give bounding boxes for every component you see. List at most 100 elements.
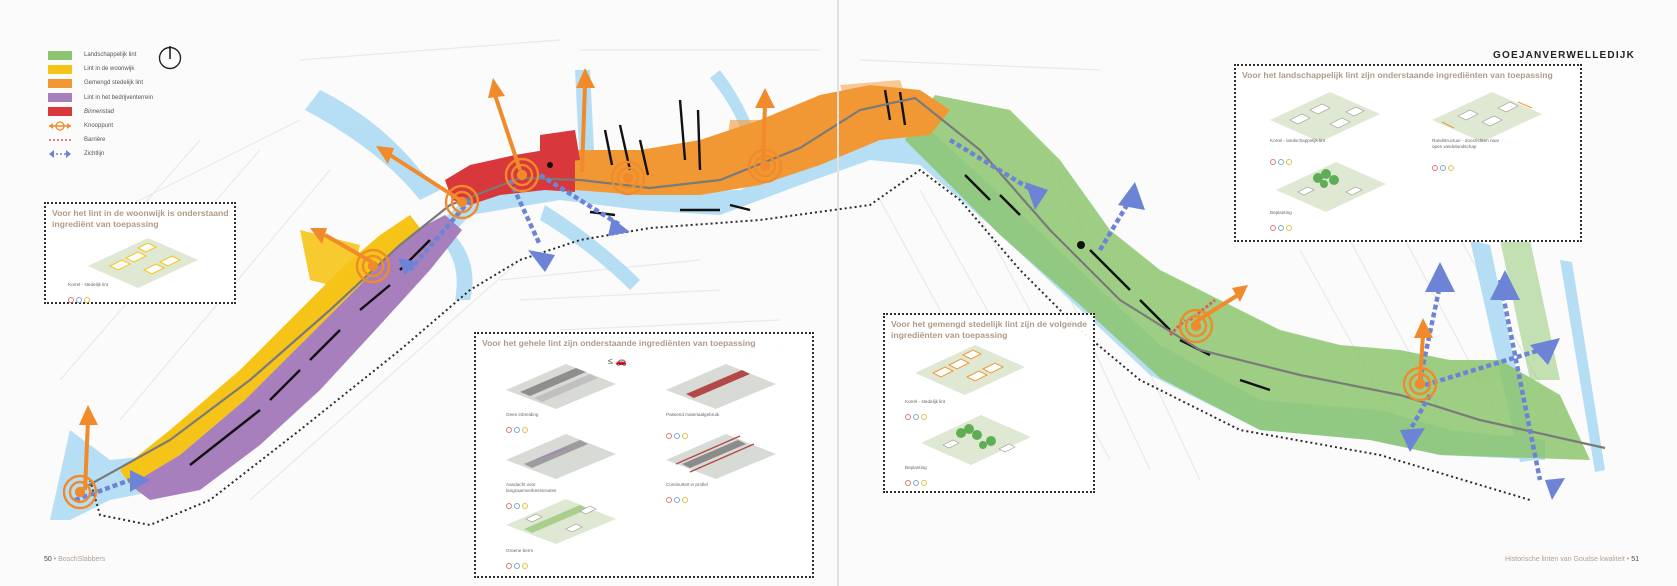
tile-caption: Korrel - stedelijk lint: [68, 282, 109, 287]
tile-passend-materiaal: [666, 364, 776, 409]
barrier-icon: [49, 139, 71, 142]
tile-geen-inbreiding: [506, 364, 616, 409]
legend-label: Gemengd stedelijk lint: [84, 80, 144, 87]
ingredient-icon: [514, 427, 520, 433]
tile-beplanting-gemengd: [921, 415, 1031, 465]
ingredient-icons: [1270, 152, 1294, 165]
legend-item-binnenstad: Binnenstad: [48, 105, 153, 119]
box-gemengd-stedelijk: Voor het gemengd stedelijk lint zijn de …: [883, 313, 1095, 493]
tile-caption: Geen inbreiding: [506, 412, 539, 417]
tile-caption: Korrel - stedelijk lint: [905, 399, 946, 404]
legend-swatch: [48, 78, 72, 88]
box-title: Voor het gemengd stedelijk lint zijn de …: [891, 319, 1088, 340]
zone-binnenstad: [445, 130, 580, 205]
legend-item-bedrijventerrein: Lint in het bedrijventerrein: [48, 91, 153, 105]
car-speed-symbol: ≤ 🚗: [608, 356, 627, 366]
ingredient-icon: [506, 503, 512, 509]
tile-caption: Korrel - landschappelijk lint: [1270, 138, 1325, 143]
legend-label: Barrière: [84, 137, 106, 144]
ingredient-icon: [514, 563, 520, 569]
footer-title: Historische linten van Goudse kwaliteit: [1505, 556, 1625, 563]
ingredient-icon: [1278, 225, 1284, 231]
legend-swatch: [48, 93, 72, 103]
ingredient-icon: [506, 427, 512, 433]
ingredient-icon: [921, 480, 927, 486]
ingredient-icon: [1286, 159, 1292, 165]
sightlines: [74, 138, 1543, 503]
ingredient-icons: [68, 290, 92, 303]
page-number-right: 51: [1631, 556, 1639, 563]
ingredient-icons: [905, 407, 929, 420]
footer-left: 50 • BoschSlabbers: [44, 556, 106, 563]
legend-label: Landschappelijk lint: [84, 52, 137, 59]
ingredient-icons: [506, 496, 530, 509]
ingredient-icons: [506, 420, 530, 433]
ingredient-icon: [1278, 159, 1284, 165]
ingredient-icon: [666, 433, 672, 439]
tile-caption: Aandacht voor langzaamverkeersroutes: [506, 482, 557, 493]
ingredient-icons: [1270, 218, 1294, 231]
tile-randstructuur: [1432, 92, 1542, 142]
ingredient-icon: [1286, 225, 1292, 231]
ingredient-icon: [1440, 165, 1446, 171]
tile-korrel-woonwijk: [88, 238, 198, 288]
ingredient-icon: [68, 297, 74, 303]
ingredient-icon: [522, 563, 528, 569]
ingredient-icons: [506, 556, 530, 569]
tile-korrel-landschap: [1270, 92, 1380, 142]
ingredient-icons: [666, 490, 690, 503]
box-gehele-lint: Voor het gehele lint zijn onderstaande i…: [474, 332, 814, 578]
ingredient-icon: [522, 427, 528, 433]
legend-label: Binnenstad: [84, 108, 115, 115]
ingredient-icon: [506, 563, 512, 569]
sightline-arrowheads: [130, 182, 1565, 500]
legend-swatch: [48, 64, 72, 74]
ingredient-icons: [905, 473, 929, 486]
tile-continuiteit: [666, 434, 776, 479]
page-spine: [837, 0, 839, 586]
footer-publisher: BoschSlabbers: [58, 556, 106, 563]
knooppunten: [62, 148, 1438, 510]
node-icon: [49, 121, 71, 131]
legend-label: Lint in de woonwijk: [84, 66, 135, 73]
tile-groene-berm: [506, 499, 616, 544]
page-number-left: 50: [44, 556, 52, 563]
legend-item-barriere: Barrière: [48, 133, 153, 147]
legend-item-knooppunt: Knooppunt: [48, 119, 153, 133]
legend-swatch: [48, 107, 72, 117]
ingredient-icon: [1270, 225, 1276, 231]
north-arrow-icon: [158, 46, 182, 70]
ingredient-icon: [1270, 159, 1276, 165]
ingredient-icon: [1432, 165, 1438, 171]
ingredient-icon: [522, 503, 528, 509]
box-title: Voor het lint in de woonwijk is ondersta…: [52, 208, 229, 229]
box-landschappelijk: Voor het landschappelijk lint zijn onder…: [1234, 64, 1582, 242]
ingredient-icon: [905, 414, 911, 420]
tile-caption: Randstructuur - doorzichten naar open we…: [1432, 138, 1500, 149]
tile-korrel-gemengd: [915, 345, 1025, 395]
ingredient-icon: [674, 497, 680, 503]
route-heading: GOEJANVERWELLEDIJK: [1493, 50, 1635, 61]
box-woonwijk: Voor het lint in de woonwijk is ondersta…: [44, 202, 236, 304]
legend-label: Knooppunt: [84, 123, 114, 130]
ingredient-icon: [905, 480, 911, 486]
node-arrowheads: [79, 68, 1433, 425]
legend-label: Zichtlijn: [84, 151, 105, 158]
box-title: Voor het gehele lint zijn onderstaande i…: [482, 338, 756, 348]
ingredient-icon: [674, 433, 680, 439]
ingredient-icon: [921, 414, 927, 420]
tile-langzaamverkeer: [506, 434, 616, 479]
tile-caption: Groene berm: [506, 548, 534, 553]
tile-caption: Beplanting: [905, 465, 927, 470]
map-legend: Landschappelijk lint Lint in de woonwijk…: [48, 48, 153, 162]
main-road: [79, 96, 1606, 491]
zone-bedrijventerrein: [130, 215, 462, 500]
ingredient-icon: [666, 497, 672, 503]
ingredient-icon: [76, 297, 82, 303]
legend-item-woonwijk: Lint in de woonwijk: [48, 62, 153, 76]
tile-caption: Passend materiaalgebruik: [666, 412, 720, 417]
ingredient-icons: [1432, 158, 1456, 171]
ingredient-icon: [1448, 165, 1454, 171]
legend-item-landschappelijk: Landschappelijk lint: [48, 48, 153, 62]
